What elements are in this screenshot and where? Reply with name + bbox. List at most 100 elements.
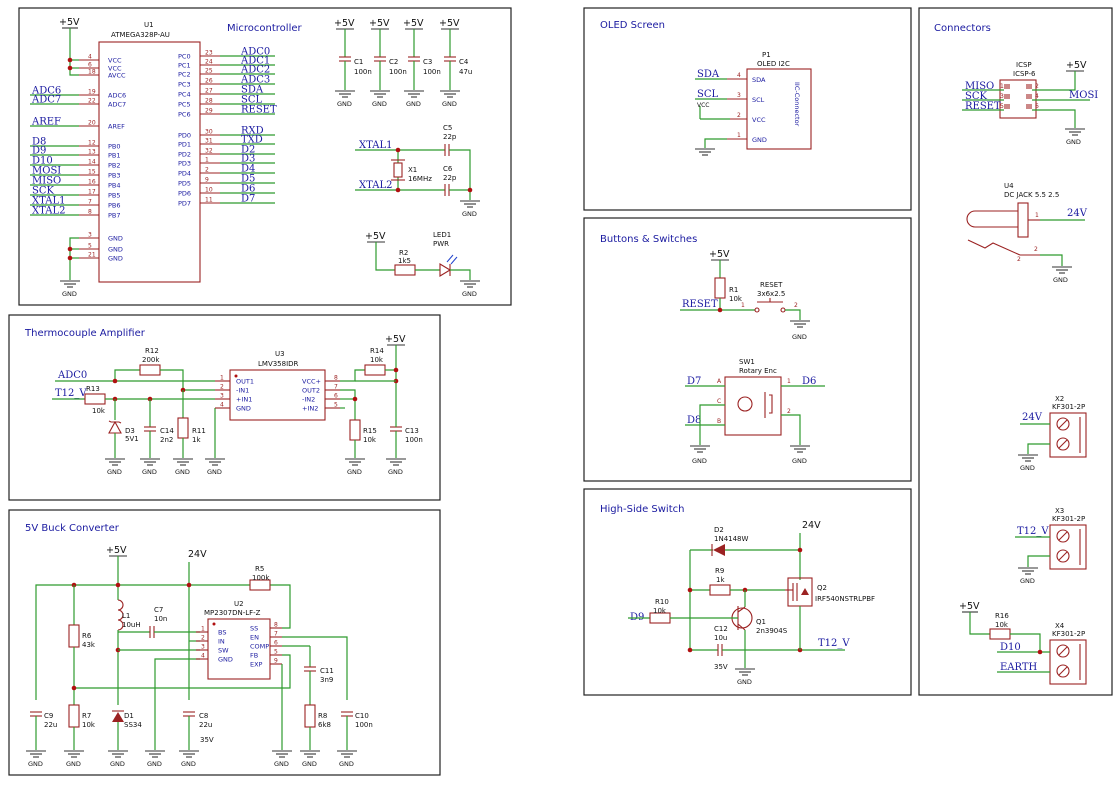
u1-pin-num: 9	[205, 177, 209, 184]
p1-pin-num: 2	[737, 112, 741, 119]
decap-ref: C1	[354, 58, 363, 66]
r7-val: 10k	[82, 721, 96, 729]
icsp-pin5: 5	[1000, 103, 1004, 110]
u1-pin-name: GND	[108, 255, 123, 263]
buck-gnd-label: GND	[181, 760, 196, 768]
u2-pin-name: BS	[218, 629, 226, 637]
q1-val: 2n3904S	[756, 627, 788, 635]
c9-ref: C9	[44, 712, 53, 720]
buck-5v-label: +5V	[106, 545, 127, 556]
d3-ref: D3	[125, 427, 135, 435]
x2-gnd-label: GND	[1020, 464, 1035, 472]
u3-pin-num: 5	[334, 402, 338, 409]
buck-frame	[8, 509, 441, 776]
buck-gnd-label: GND	[66, 760, 81, 768]
u1-pin-name: PB4	[108, 182, 121, 190]
c12-rating: 35V	[714, 663, 728, 671]
u1-right-net: SCL	[241, 95, 263, 106]
decap-5v-label: +5V	[403, 18, 424, 29]
thermocouple-title: Thermocouple Amplifier	[24, 328, 146, 339]
d8-net: D8	[687, 415, 701, 426]
u1-pin-name: AVCC	[108, 72, 126, 80]
sw1-pin-c: C	[717, 398, 721, 405]
icsp-pin2: 2	[1035, 83, 1039, 90]
u1-pin-num: 18	[88, 69, 96, 76]
buck-gnd-label: GND	[110, 760, 125, 768]
u1-pin-name: PC3	[178, 81, 191, 89]
u1-right-net: D2	[241, 145, 255, 156]
p1-part: OLED I2C	[757, 60, 790, 68]
u1-pin-num: 2	[205, 167, 209, 174]
u1-pin-num: 32	[205, 148, 213, 155]
u1-pin-name: PB2	[108, 162, 121, 170]
thermo-gnd-label: GND	[107, 468, 122, 476]
u1-pin-name: PD6	[178, 190, 191, 198]
u1-pin-num: 30	[205, 129, 213, 136]
r9-ref: R9	[715, 567, 724, 575]
sw1-pin-b: B	[717, 418, 721, 425]
u1-part: ATMEGA328P-AU	[111, 31, 170, 39]
icsp-gnd-label: GND	[1066, 138, 1081, 146]
u1-left-net: ADC6	[31, 86, 61, 97]
p1-net: SDA	[697, 69, 720, 80]
decap-gnd-label: GND	[337, 100, 352, 108]
p1-pin-num: 1	[737, 132, 741, 139]
u1-left-net: XTAL1	[32, 196, 65, 207]
u4-24v-net: 24V	[1067, 208, 1088, 219]
buttons-switches: +5V R1 10k RESET 1 RESET 3x6x2.5 2 GND S…	[680, 249, 825, 465]
d2-val: 1N4148W	[714, 535, 749, 543]
u2-pin-num: 9	[274, 658, 278, 665]
r8-val: 6k8	[318, 721, 331, 729]
u1-pin-name: PB1	[108, 152, 121, 160]
u1-pin-num: 23	[205, 50, 213, 57]
u1-pin-name: PB6	[108, 202, 121, 210]
u1-pin-name: PD0	[178, 132, 191, 140]
u1-pin-num: 26	[205, 78, 213, 85]
u1-pin-name: PC5	[178, 101, 191, 109]
u1-pin-name: PC1	[178, 62, 191, 70]
decap-val: 47u	[459, 68, 472, 76]
r6-ref: R6	[82, 632, 92, 640]
r14-val: 10k	[370, 356, 384, 364]
d1-val: SS34	[124, 721, 142, 729]
c12-ref: C12	[714, 625, 728, 633]
u3-part: LMV358IDR	[258, 360, 299, 368]
decoupling-caps: +5VC1100nGND+5VC2100nGND+5VC3100nGND+5VC…	[334, 18, 472, 108]
p1-pin-num: 4	[737, 72, 741, 79]
u1-pin-num: 28	[205, 98, 213, 105]
d1-ref: D1	[124, 712, 134, 720]
u1-pin-num: 29	[205, 108, 213, 115]
r2-val: 1k5	[398, 257, 411, 265]
buck-gnd-label: GND	[302, 760, 317, 768]
dc-jack-u4: U4 DC JACK 5.5 2.5 1 24V 2 2 GND	[966, 182, 1088, 284]
d7-net: D7	[687, 376, 701, 387]
q2-ref: Q2	[817, 584, 827, 592]
x2-ref: X2	[1055, 395, 1064, 403]
u2-pin-num: 8	[274, 622, 278, 629]
u2-pin-name: IN	[218, 638, 225, 646]
x4-5v-label: +5V	[959, 601, 980, 612]
hs-24v-label: 24V	[802, 520, 821, 531]
d2-ref: D2	[714, 526, 724, 534]
u2-pin-num: 3	[201, 644, 205, 651]
icsp-miso-net: MISO	[965, 81, 994, 92]
decap-ref: C2	[389, 58, 398, 66]
q2-val: IRF540NSTRLPBF	[815, 595, 875, 603]
buck-24v-label: 24V	[188, 549, 207, 560]
u1-pin-num: 11	[205, 197, 213, 204]
buck-converter: +5V 24V R6 43k R7 10k L1 10uH D1 SS34 C7…	[26, 545, 373, 768]
c7-val: 10n	[154, 615, 167, 623]
thermo-gnd-label: GND	[175, 468, 190, 476]
decap-val: 100n	[423, 68, 441, 76]
r12-ref: R12	[145, 347, 159, 355]
c14-ref: C14	[160, 427, 174, 435]
buck-title: 5V Buck Converter	[25, 523, 120, 534]
u1-right-net: RESET	[241, 105, 277, 116]
sw-reset-gnd-label: GND	[792, 333, 807, 341]
u1-pin-num: 25	[205, 68, 213, 75]
u1-pin-name: PD4	[178, 170, 191, 178]
sw1-val: Rotary Enc	[739, 367, 777, 375]
